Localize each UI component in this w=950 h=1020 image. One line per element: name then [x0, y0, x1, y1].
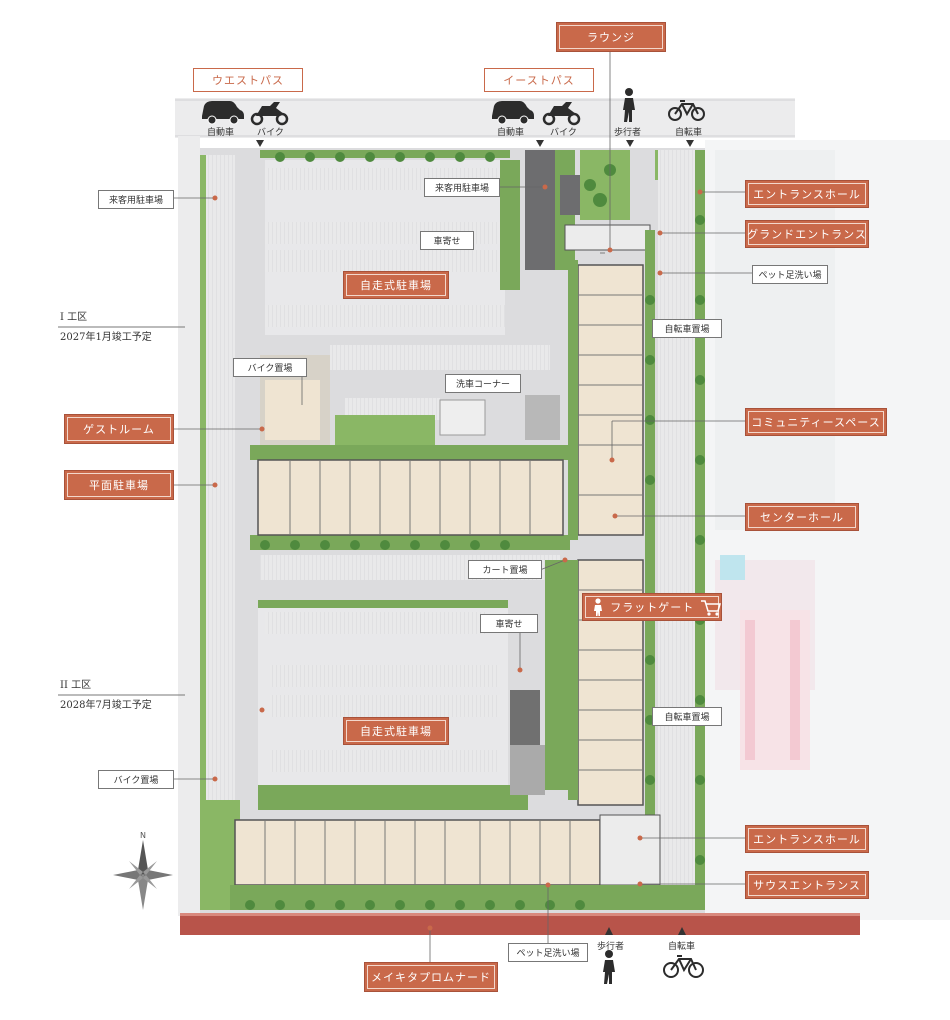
promenade-band [180, 913, 860, 935]
visitor-parking-east-label: 来客用駐車場 [424, 178, 500, 197]
bicycle-icon [668, 100, 705, 121]
motorbike-icon [542, 102, 581, 126]
mode-car-west: 自動車 [207, 128, 235, 138]
building-row-south [234, 814, 661, 886]
entry-arrow-bike-south [678, 927, 686, 935]
entry-arrow-ped-south [605, 927, 613, 935]
drop-off-top-label: 車寄せ [420, 231, 474, 250]
center-hall-label: センターホール [745, 503, 859, 531]
flat-gate-label: フラットゲート [582, 593, 722, 621]
bike-parking-top-label: バイク置場 [233, 358, 307, 377]
shopping-cart-icon [701, 600, 721, 616]
entrance-hall-north-label: エントランスホール [745, 180, 869, 208]
south-entrance-label: サウスエントランス [745, 871, 869, 899]
drop-off-bottom-label: 車寄せ [480, 614, 538, 633]
car-wash-label: 洗車コーナー [445, 374, 521, 393]
east-path-label: イーストパス [484, 68, 594, 92]
bike-parking-bottom-label: バイク置場 [98, 770, 174, 789]
entry-arrow-east [536, 140, 544, 147]
phase1-date: 2027年1月竣工予定 [60, 332, 152, 343]
phase2-name: II 工区 [60, 680, 92, 691]
entry-arrow-west [256, 140, 264, 147]
entry-arrow-bike-north [686, 140, 694, 147]
visitor-parking-west-label: 来客用駐車場 [98, 190, 174, 209]
pet-wash-north-label: ペット足洗い場 [752, 265, 828, 284]
pedestrian-icon [594, 598, 602, 616]
entry-arrow-ped-north [626, 140, 634, 147]
building-row-mid [257, 459, 564, 536]
bicycle-parking-north-label: 自転車置場 [652, 319, 722, 338]
phase1-name: I 工区 [60, 312, 88, 323]
bicycle-parking-south-label: 自転車置場 [652, 707, 722, 726]
self-parking-bottom-label: 自走式駐車場 [343, 717, 449, 745]
mode-bike-east: バイク [550, 128, 577, 138]
mode-bike-west: バイク [257, 128, 284, 138]
compass-icon: N [113, 831, 173, 910]
bicycle-icon [663, 955, 704, 978]
grand-entrance-label: グランドエントランス [745, 220, 869, 248]
entrance-hall-south-label: エントランスホール [745, 825, 869, 853]
mode-car-east: 自動車 [497, 128, 525, 138]
self-parking-top-label: 自走式駐車場 [343, 271, 449, 299]
car-icon [492, 101, 534, 125]
pedestrian-icon [603, 950, 615, 984]
flat-parking-label: 平面駐車場 [64, 470, 174, 500]
mode-pedestrian-north: 歩行者 [614, 128, 642, 138]
svg-text:N: N [140, 831, 146, 840]
mode-pedestrian-south: 歩行者 [597, 942, 625, 952]
mode-bicycle-north: 自転車 [675, 128, 703, 138]
pedestrian-icon [623, 88, 635, 122]
motorbike-icon [250, 102, 289, 126]
mode-bicycle-south: 自転車 [668, 942, 696, 952]
community-space-label: コミュニティースペース [745, 408, 887, 436]
west-path-label: ウエストパス [193, 68, 303, 92]
guest-room-label: ゲストルーム [64, 414, 174, 444]
pet-wash-south-label: ペット足洗い場 [508, 943, 588, 962]
flat-gate-text: フラットゲート [610, 601, 695, 614]
phase2-date: 2028年7月竣工予定 [60, 700, 152, 711]
cart-storage-label: カート置場 [468, 560, 542, 579]
lounge-label: ラウンジ [556, 22, 666, 52]
building-east-top [564, 224, 651, 536]
promenade-label: メイキタプロムナード [364, 962, 498, 992]
car-icon [202, 101, 244, 125]
